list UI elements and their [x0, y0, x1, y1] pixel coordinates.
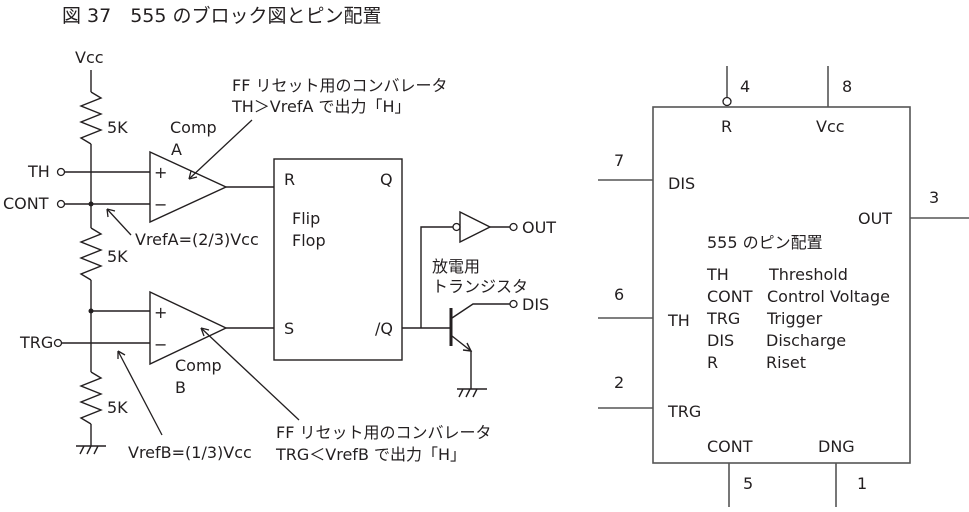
ff-s-pin: S — [284, 319, 294, 338]
out-label: OUT — [522, 218, 556, 237]
comp-a-plus: + — [154, 163, 167, 182]
ff-name-line2: Flop — [292, 231, 326, 250]
arrow-head-icon — [106, 208, 116, 218]
inverter-input-wire — [420, 226, 453, 328]
comp-b-minus: − — [154, 335, 167, 354]
transistor-note-line1: 放電用 — [432, 257, 480, 276]
legend-abbr: CONT — [707, 287, 753, 306]
dis-label: DIS — [522, 295, 549, 314]
arrow-head-icon — [117, 350, 126, 359]
pin-5-name: CONT — [707, 437, 753, 456]
flip-flop-block — [273, 158, 403, 361]
legend-abbr: TH — [706, 265, 729, 284]
note-b-line2: TRG＜VrefB で出力「H」 — [275, 445, 466, 464]
cont-terminal — [56, 199, 66, 209]
inverter-buffer — [459, 210, 492, 244]
legend-abbr: TRG — [706, 309, 740, 328]
trg-input-label: TRG — [19, 333, 53, 352]
pin-2-number: 2 — [614, 373, 624, 392]
legend-meaning: Control Voltage — [767, 287, 890, 306]
vref-b-label: VrefB=(1/3)Vcc — [128, 443, 252, 462]
vref-b-arrow — [117, 350, 163, 436]
arrow-head-icon — [188, 170, 198, 180]
resistor-bottom — [79, 371, 103, 425]
pin-8-name: Vcc — [816, 117, 845, 136]
vcc-label: Vcc — [75, 48, 104, 67]
resistor-label-middle: 5K — [107, 247, 128, 266]
cont-input-label: CONT — [3, 194, 49, 213]
legend-meaning: Discharge — [766, 331, 846, 350]
pin-8-number: 8 — [842, 77, 852, 96]
comparator-b — [149, 290, 228, 366]
ff-qbar-pin: /Q — [375, 319, 393, 338]
pin-1-name: DNG — [818, 437, 855, 456]
pin-6-number: 6 — [614, 285, 624, 304]
comp-b-label: Comp — [175, 356, 222, 375]
comparator-a — [149, 150, 228, 224]
legend-meaning: Riset — [766, 353, 806, 372]
pin-7-name: DIS — [668, 174, 695, 193]
pin-4-bubble — [722, 96, 732, 107]
out-terminal — [509, 222, 518, 232]
legend-meaning: Threshold — [768, 265, 848, 284]
note-b-arrow — [200, 327, 300, 421]
legend-abbr: R — [707, 353, 718, 372]
resistor-label-top: 5K — [107, 118, 128, 137]
th-input-label: TH — [27, 162, 50, 181]
note-a-arrow — [188, 119, 253, 180]
pin-3-number: 3 — [929, 188, 939, 207]
pin-7-number: 7 — [614, 151, 624, 170]
pin-4-name: R — [721, 117, 732, 136]
ic-package — [652, 106, 911, 464]
comp-a-minus: − — [154, 195, 167, 214]
comp-b-plus: + — [154, 303, 167, 322]
transistor-note-line2: トランジスタ — [432, 277, 528, 296]
pin-5-number: 5 — [743, 474, 753, 493]
comp-b-sub-label: B — [175, 378, 186, 397]
transistor-collector — [451, 303, 510, 319]
trg-terminal — [53, 338, 63, 348]
pin-3-name: OUT — [858, 209, 892, 228]
pin-1-number: 1 — [857, 474, 867, 493]
legend-abbr: DIS — [707, 331, 734, 350]
dis-terminal — [509, 299, 518, 309]
legend-meaning: Trigger — [766, 309, 823, 328]
resistor-top — [79, 91, 103, 145]
th-terminal — [56, 167, 66, 177]
note-a-line1: FF リセット用のコンバレータ — [232, 76, 448, 95]
pin-2-name: TRG — [667, 402, 701, 421]
inverter-bubble — [452, 222, 461, 232]
ff-name-line1: Flip — [292, 209, 320, 228]
figure-title: 図 37 555 のブロック図とピン配置 — [62, 4, 382, 27]
note-b-line1: FF リセット用のコンバレータ — [276, 423, 492, 442]
vref-a-label: VrefA=(2/3)Vcc — [135, 230, 259, 249]
ground-icon — [457, 388, 487, 398]
junction-dot — [88, 201, 94, 207]
ff-q-pin: Q — [380, 170, 393, 189]
block-diagram: Vcc 5K 5K 5K TH CONT TRG + − Comp — [3, 48, 556, 464]
pinout-diagram: 4 R 8 Vcc 7 DIS 3 OUT 6 TH 2 TRG 5 CONT … — [598, 66, 969, 507]
comp-a-sub-label: A — [171, 140, 182, 159]
arrow-head-icon — [200, 327, 210, 337]
pinout-title: 555 のピン配置 — [707, 233, 823, 252]
vref-a-arrow — [106, 208, 132, 236]
note-a-line2: TH＞VrefA で出力「H」 — [231, 97, 411, 116]
ground-icon — [76, 445, 106, 455]
emitter-arrow-icon — [462, 342, 473, 352]
comp-a-label: Comp — [170, 118, 217, 137]
resistor-label-bottom: 5K — [107, 398, 128, 417]
ff-r-pin: R — [284, 170, 295, 189]
resistor-middle — [79, 227, 103, 281]
pin-6-name: TH — [667, 311, 690, 330]
pin-4-number: 4 — [740, 77, 750, 96]
